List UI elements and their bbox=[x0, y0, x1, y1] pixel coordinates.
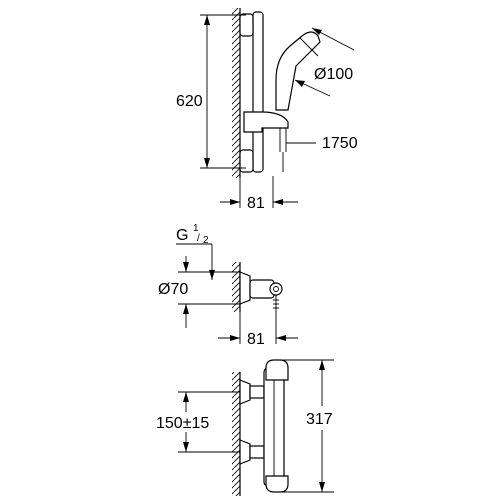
wall-hatch-3 bbox=[232, 372, 240, 496]
wall-hatch-2 bbox=[232, 262, 240, 312]
wall-hatch-1 bbox=[232, 8, 240, 178]
shower-rail-view: 620 Ø100 1750 81 bbox=[176, 8, 358, 212]
centers-label: 150±15 bbox=[156, 415, 209, 432]
flange-diameter-label: Ø70 bbox=[158, 281, 188, 298]
lower-flange bbox=[239, 439, 251, 465]
rail-bracket-bottom bbox=[239, 149, 254, 173]
hand-shower bbox=[275, 31, 321, 111]
valve-height-label: 317 bbox=[306, 411, 333, 428]
head-diameter-label: Ø100 bbox=[314, 66, 353, 83]
thread-denominator: 2 bbox=[203, 235, 209, 246]
thermostat-bottom-cap bbox=[265, 475, 289, 493]
rail-depth-label: 81 bbox=[247, 195, 265, 212]
thread-base-label: G bbox=[176, 227, 188, 244]
upper-flange bbox=[239, 379, 251, 405]
rail-slider bbox=[243, 111, 289, 133]
connection-view: G 1 / 2 Ø70 81 bbox=[158, 223, 298, 348]
valve-depth-label: 81 bbox=[247, 331, 265, 348]
thread-numerator: 1 bbox=[193, 223, 199, 234]
thread-slash: / bbox=[197, 233, 200, 244]
rail-bracket-top bbox=[239, 13, 254, 37]
shower-rail bbox=[252, 11, 264, 173]
thermostat-top-cap bbox=[265, 359, 289, 381]
rail-height-label: 620 bbox=[176, 93, 203, 110]
flange bbox=[239, 271, 251, 305]
shower-hose bbox=[279, 128, 287, 152]
thermostat-view: 150±15 317 bbox=[156, 359, 334, 496]
connection-nut bbox=[269, 282, 283, 296]
hose-length-label: 1750 bbox=[322, 135, 358, 152]
hand-shower-face bbox=[299, 37, 319, 57]
